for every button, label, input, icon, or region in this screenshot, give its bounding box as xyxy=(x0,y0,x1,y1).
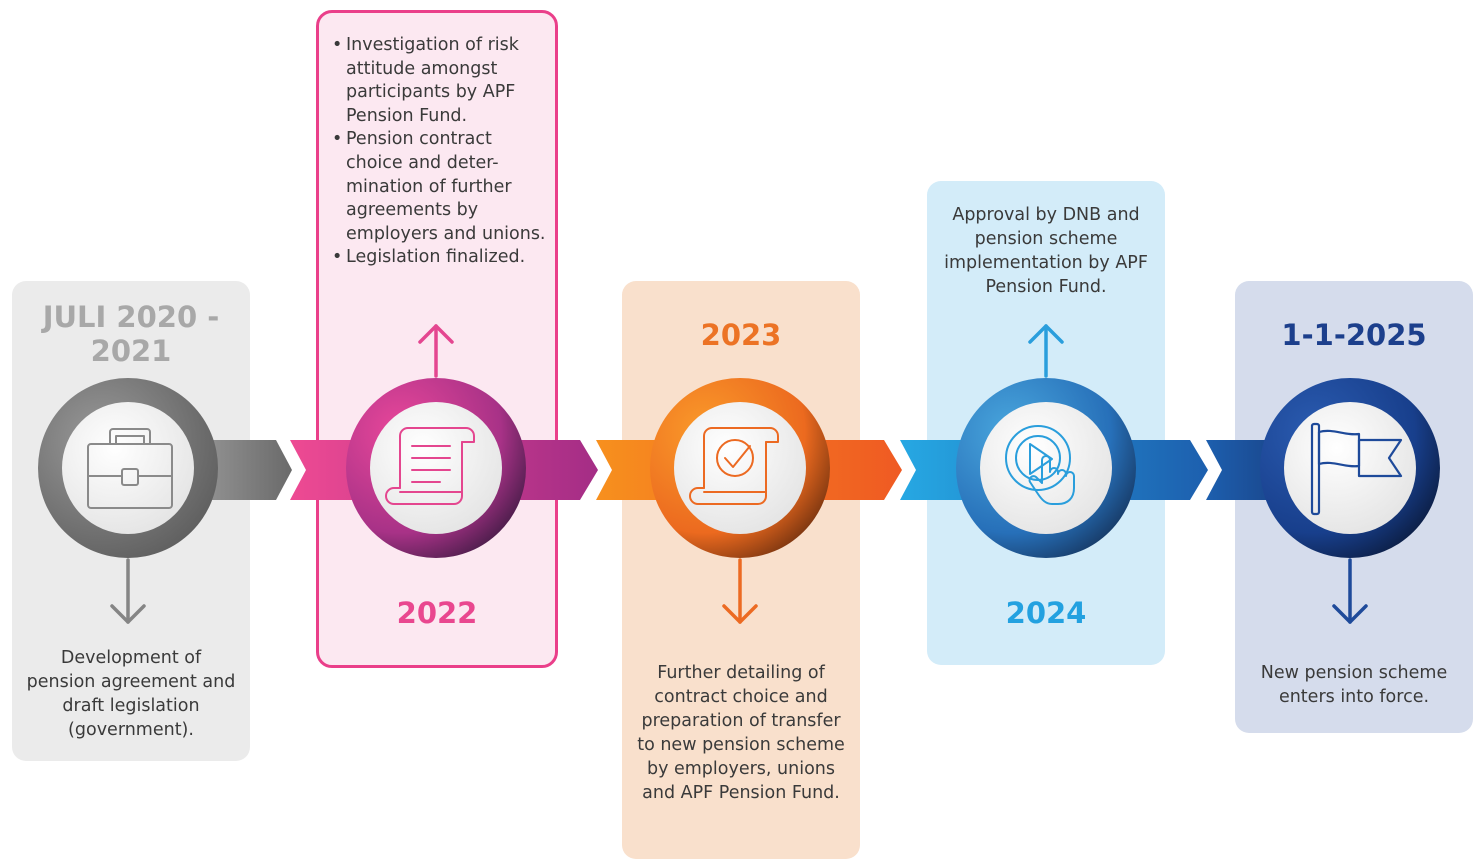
step-description-2023: Further detailing of contract choice and… xyxy=(637,663,845,803)
step-title-2024: 2024 xyxy=(1005,596,1087,630)
arrow-down-2023 xyxy=(722,558,758,624)
flag-icon xyxy=(1310,422,1403,516)
arrow-down-2025 xyxy=(1332,558,1368,624)
briefcase-icon xyxy=(87,428,173,509)
click-hand-icon xyxy=(1005,425,1075,505)
scroll-document-icon xyxy=(385,427,475,505)
step-description-2025: New pension scheme enters into force. xyxy=(1260,663,1448,707)
step-title-2020: JULI 2020 - 2021 xyxy=(42,300,220,368)
scroll-checkmark-icon xyxy=(689,427,779,505)
step-title-2025: 1-1-2025 xyxy=(1281,318,1427,352)
bullet-item: Investigation of risk attitude amongst p… xyxy=(332,34,546,128)
bullet-item: Legislation finalized. xyxy=(332,246,546,270)
step-description-2020: Development of pension agreement and dra… xyxy=(26,648,236,740)
step-title-2023: 2023 xyxy=(700,318,782,352)
step-bullets-2022: Investigation of risk attitude amongst p… xyxy=(332,34,546,270)
bullet-item: Pension contract choice and deter- minat… xyxy=(332,128,546,246)
arrow-up-2022 xyxy=(418,324,454,378)
step-title-2022: 2022 xyxy=(396,596,478,630)
arrow-down-2020 xyxy=(110,558,146,624)
arrow-up-2024 xyxy=(1028,324,1064,378)
step-description-2024: Approval by DNB and pension scheme imple… xyxy=(944,205,1148,297)
